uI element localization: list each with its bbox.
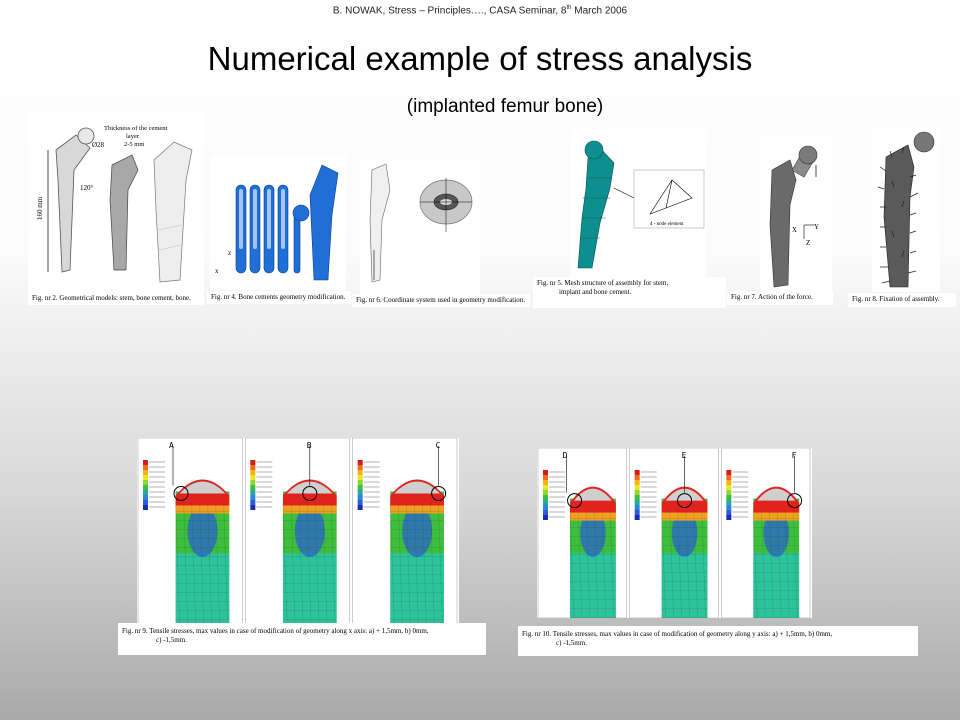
- stress-panel-A: A: [137, 438, 243, 624]
- axis-x-label: x: [215, 267, 219, 275]
- axis-y-label: Y: [814, 223, 819, 231]
- caption-fig10-line1: Fig. nr 10. Tensile stresses, max values…: [522, 630, 833, 638]
- figure-coordinate-system: [360, 160, 480, 295]
- header-line: B. NOWAK, Stress – Principles…., CASA Se…: [332, 5, 628, 17]
- implant-stress-A: [175, 479, 230, 624]
- axis-z-label: Z: [806, 239, 810, 247]
- marker-label-D: D: [563, 451, 568, 460]
- implant-stress-F: [753, 486, 800, 618]
- figure-fixation: [872, 127, 940, 292]
- caption-fig6: Fig. nr 6. Coordinate system used in geo…: [352, 294, 530, 307]
- figure-action-force: Y Z X: [760, 135, 832, 293]
- figure-tensile-y: D E F: [537, 448, 812, 618]
- implant-stress-B: [282, 479, 337, 624]
- marker-label-B: B: [307, 441, 312, 450]
- stress-panel-C: C: [352, 438, 458, 624]
- marker-circle-B: [302, 485, 318, 501]
- stress-panel-D: D: [537, 448, 627, 618]
- caption-fig10: Fig. nr 10. Tensile stresses, max values…: [518, 626, 918, 656]
- caption-fig10-line2: c) -1,5mm.: [556, 639, 587, 647]
- caption-fig5: Fig. nr 5. Mesh structure of assembly fo…: [533, 277, 726, 308]
- slide-title: Numerical example of stress analysis: [207, 40, 753, 77]
- caption-fig5-line1: Fig. nr 5. Mesh structure of assembly fo…: [537, 279, 669, 287]
- caption-fig9-line1: Fig. nr 9. Tensile stresses, max values …: [122, 627, 429, 635]
- implant-stress-E: [661, 486, 708, 618]
- figure-bone-cements: x z: [210, 155, 346, 290]
- fixation-image: [877, 131, 935, 288]
- marker-circle-A: [173, 485, 189, 501]
- layer-label: layer: [126, 133, 140, 140]
- axis-x-label: X: [792, 226, 797, 234]
- angle-label: 120°: [80, 184, 94, 192]
- diameter-label: Ø28: [92, 141, 105, 149]
- stress-panel-F: F: [721, 448, 811, 618]
- marker-circle-C: [431, 485, 447, 501]
- force-action-image: Y Z X: [769, 145, 819, 288]
- axis-z-label: z: [228, 249, 231, 257]
- coordinate-system-image: [369, 163, 473, 283]
- marker-label-F: F: [792, 451, 797, 460]
- slide-subtitle: (implanted femur bone): [406, 96, 604, 117]
- figure-tensile-x: A B C: [137, 438, 459, 624]
- caption-fig2: Fig. nr 2. Geometrical models: stem, bon…: [28, 292, 204, 305]
- marker-circle-F: [787, 493, 803, 509]
- implant-stress-D: [569, 486, 616, 618]
- marker-label-C: C: [436, 441, 441, 450]
- length-label: 160 mm: [36, 196, 44, 220]
- mesh-inset-caption: 4 - node element: [650, 222, 684, 227]
- caption-fig7: Fig. nr 7. Action of the force.: [727, 291, 833, 305]
- femur-geometry-image: 160 mm Ø28 120° Thickness of the cement …: [36, 125, 193, 283]
- thickness-label: Thickness of the cement: [104, 125, 168, 132]
- bone-cements-image: x z: [215, 164, 339, 281]
- marker-circle-D: [567, 493, 583, 509]
- caption-fig9: Fig. nr 9. Tensile stresses, max values …: [118, 623, 486, 655]
- marker-label-A: A: [169, 441, 174, 450]
- stress-panel-E: E: [629, 448, 719, 618]
- tensile-stress-y-panels: D E F: [537, 448, 811, 618]
- caption-fig9-line2: c) -1,5mm.: [156, 636, 187, 644]
- figure-mesh-structure: 4 - node element: [570, 128, 706, 278]
- mesh-structure-image: 4 - node element: [577, 140, 705, 269]
- caption-fig4: Fig. nr 4. Bone cements geometry modific…: [207, 291, 351, 304]
- figure-geometrical-models: 160 mm Ø28 120° Thickness of the cement …: [28, 110, 204, 305]
- implant-stress-C: [390, 479, 444, 624]
- marker-label-E: E: [682, 451, 687, 460]
- caption-fig8: Fig. nr 8. Fixation of assembly.: [848, 293, 956, 307]
- tensile-stress-x-panels: A B C: [137, 438, 458, 624]
- marker-circle-E: [677, 493, 693, 509]
- caption-fig5-line2: implant and bone cement.: [559, 288, 632, 296]
- range-label: 2-5 mm: [124, 141, 144, 148]
- stress-panel-B: B: [245, 438, 350, 624]
